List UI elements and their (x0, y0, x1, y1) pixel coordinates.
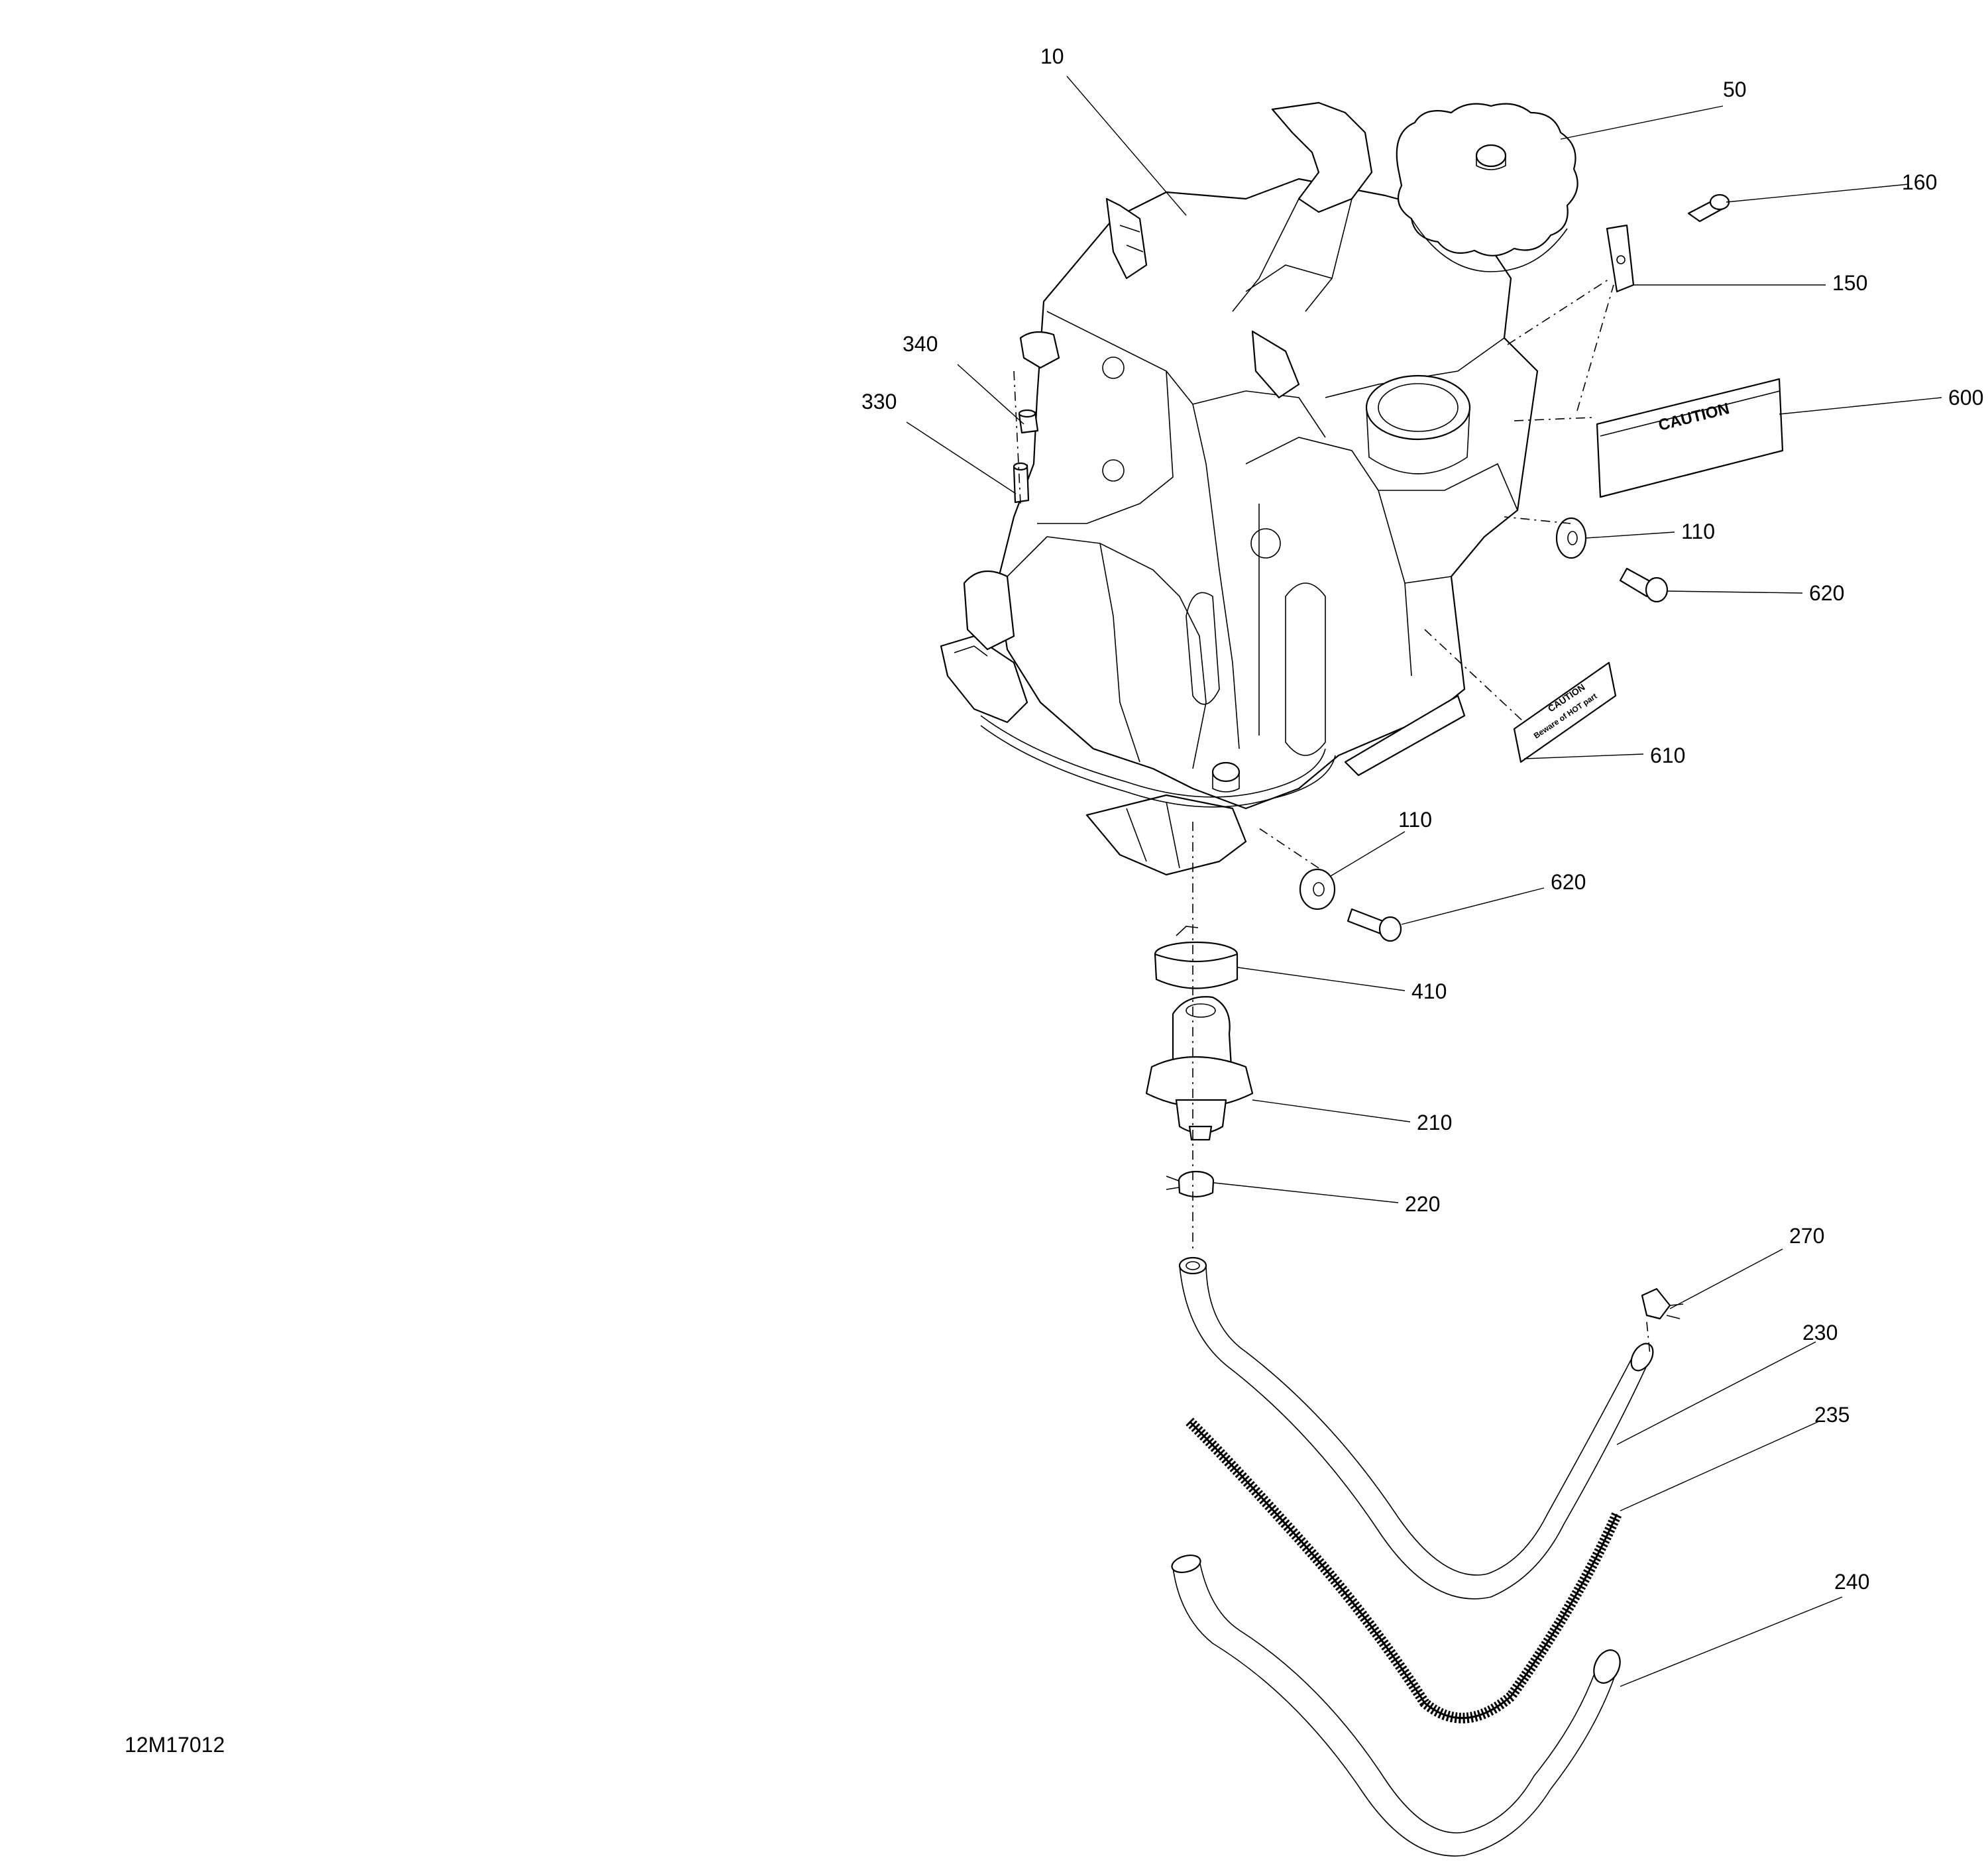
callout-150: 150 (1832, 271, 1867, 295)
valve-210[interactable] (1145, 996, 1254, 1141)
callout-220: 220 (1405, 1192, 1440, 1216)
callout-620-bottom: 620 (1551, 870, 1586, 894)
tank-cap[interactable] (1396, 103, 1578, 272)
fitting-330[interactable] (1013, 462, 1030, 504)
assembly-center-lines (1013, 278, 1651, 1356)
callout-230: 230 (1802, 1321, 1838, 1345)
clamp-410[interactable] (1154, 926, 1239, 989)
hot-warning-decal-610[interactable]: CAUTION Beware of HOT part (1513, 661, 1617, 763)
callout-110-right: 110 (1681, 520, 1715, 543)
callout-340: 340 (903, 332, 938, 356)
callout-160: 160 (1902, 170, 1937, 194)
screw-160[interactable] (1687, 193, 1730, 223)
callout-10: 10 (1040, 44, 1064, 68)
leader-lines (906, 76, 1942, 1687)
fitting-340[interactable] (1018, 409, 1039, 434)
clamp-270[interactable] (1641, 1288, 1684, 1320)
callout-410: 410 (1411, 979, 1447, 1003)
callout-620-right: 620 (1809, 581, 1844, 605)
callout-600: 600 (1948, 386, 1983, 410)
hose-240[interactable] (1170, 1553, 1626, 1857)
bolt-620-right[interactable] (1619, 567, 1669, 603)
callout-270: 270 (1789, 1224, 1824, 1248)
callout-110-bottom: 110 (1398, 808, 1432, 832)
hose-230[interactable] (1178, 1256, 1657, 1600)
spring-235[interactable] (1186, 1417, 1622, 1724)
bolt-620-bottom[interactable] (1347, 908, 1402, 942)
washer-110-right[interactable] (1555, 517, 1587, 559)
clamp-220[interactable] (1166, 1170, 1215, 1198)
oil-tank[interactable] (940, 101, 1539, 876)
callout-50: 50 (1723, 78, 1747, 101)
callout-numbers: 10 50 160 150 600 340 330 110 620 610 11… (861, 44, 1983, 1594)
callout-210: 210 (1417, 1111, 1452, 1134)
clip-nut-150[interactable] (1606, 224, 1635, 293)
caution-decal-600[interactable]: CAUTION (1596, 378, 1784, 498)
washer-110-bottom[interactable] (1299, 868, 1336, 910)
callout-235: 235 (1814, 1403, 1850, 1427)
callout-610: 610 (1650, 743, 1685, 767)
callout-240: 240 (1834, 1570, 1869, 1594)
callout-330: 330 (861, 390, 897, 413)
drawing-reference: 12M17012 (125, 1733, 225, 1757)
